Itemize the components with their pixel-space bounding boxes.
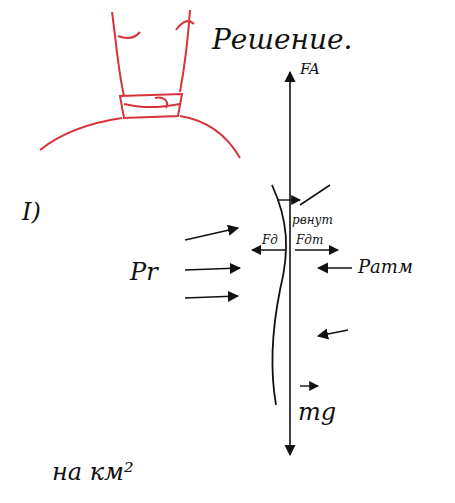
force-arrow <box>289 72 291 270</box>
force-label: FA <box>300 62 320 77</box>
pressure-arrow <box>185 296 238 298</box>
force-label: Fдт <box>296 234 323 246</box>
pressure-arrow <box>185 228 238 240</box>
force-arrow <box>289 270 291 455</box>
membrane <box>272 185 286 405</box>
force-arrow <box>278 199 300 200</box>
heading: Решение. <box>212 26 352 54</box>
pressure-arrow <box>185 268 240 270</box>
force-label: Fд <box>262 234 278 246</box>
force-label: mg <box>298 400 336 424</box>
vector-mark <box>300 385 318 386</box>
red-sketch <box>40 10 240 158</box>
section-number: I) <box>22 200 41 224</box>
pressure-arrow <box>318 267 352 269</box>
pressure-label: Pr <box>130 260 158 284</box>
note: на км² <box>52 460 134 484</box>
pressure-arrow <box>318 330 348 336</box>
force-arrow <box>252 249 285 251</box>
pressure-label: Pатм <box>358 258 413 276</box>
force-arrow <box>295 249 338 251</box>
pressure-label: pвнут <box>292 214 333 226</box>
stroke <box>300 185 330 205</box>
